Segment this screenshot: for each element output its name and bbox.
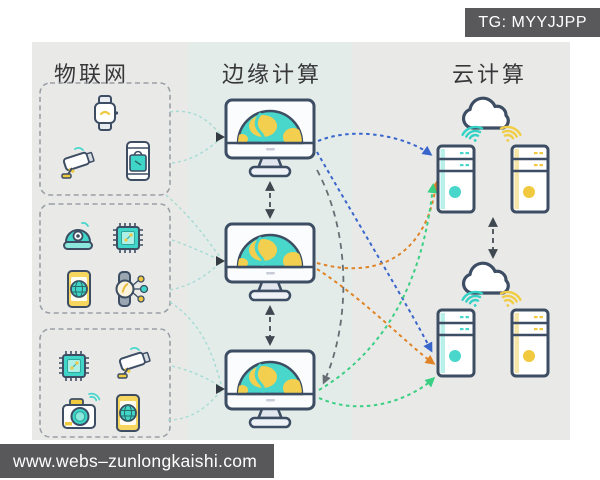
server-teal-icon [436,308,476,378]
smartphone-shopping-icon [126,141,150,181]
iot-group-3-box [39,328,171,438]
column-header-edge: 边缘计算 [222,62,323,87]
processor-chip-icon [58,350,90,382]
dome-camera-icon [63,222,93,250]
smartphone-globe-icon [116,394,140,432]
iot-to-edge-links [165,110,222,421]
green-link-2 [318,376,436,408]
smartwatch-icon [94,95,119,131]
iot-group-1-box [39,82,171,196]
cctv-camera-icon [116,346,152,380]
column-header-cloud: 云计算 [452,62,528,87]
server-teal-icon [436,144,476,214]
cctv-camera-icon [60,146,96,180]
orange-link-2 [316,268,436,365]
processor-chip-icon [112,222,144,254]
blue-link-2 [316,151,433,353]
server-yellow-icon [510,308,550,378]
telegram-badge-text: TG: MYYJJPP [478,13,587,31]
edge1-to-edge3-link [316,169,345,385]
iot-group-2-box [39,203,171,314]
iot-link-arrowheads [216,132,225,394]
edge-node-3 [226,351,314,427]
cloud-wifi-icon [461,98,521,145]
smartwatch-network-icon [115,271,149,307]
watermark-text: www.webs–zunlongkaishi.com [13,450,258,471]
cloud-wifi-icon [461,263,521,310]
cloud-cluster-1 [436,98,550,214]
edge-node-2 [226,224,314,300]
green-link-1 [318,183,438,391]
smartphone-globe-icon [67,270,91,308]
orange-link-1 [316,181,441,270]
server-yellow-icon [510,144,550,214]
cloud-cluster-2 [436,263,550,378]
telegram-badge: TG: MYYJJPP [465,8,600,37]
edge-node-1 [226,100,314,176]
photo-camera-icon [62,392,101,429]
watermark-bar: www.webs–zunlongkaishi.com [0,444,275,478]
blue-link-1 [317,132,433,156]
edge-to-cloud-links [316,132,441,408]
